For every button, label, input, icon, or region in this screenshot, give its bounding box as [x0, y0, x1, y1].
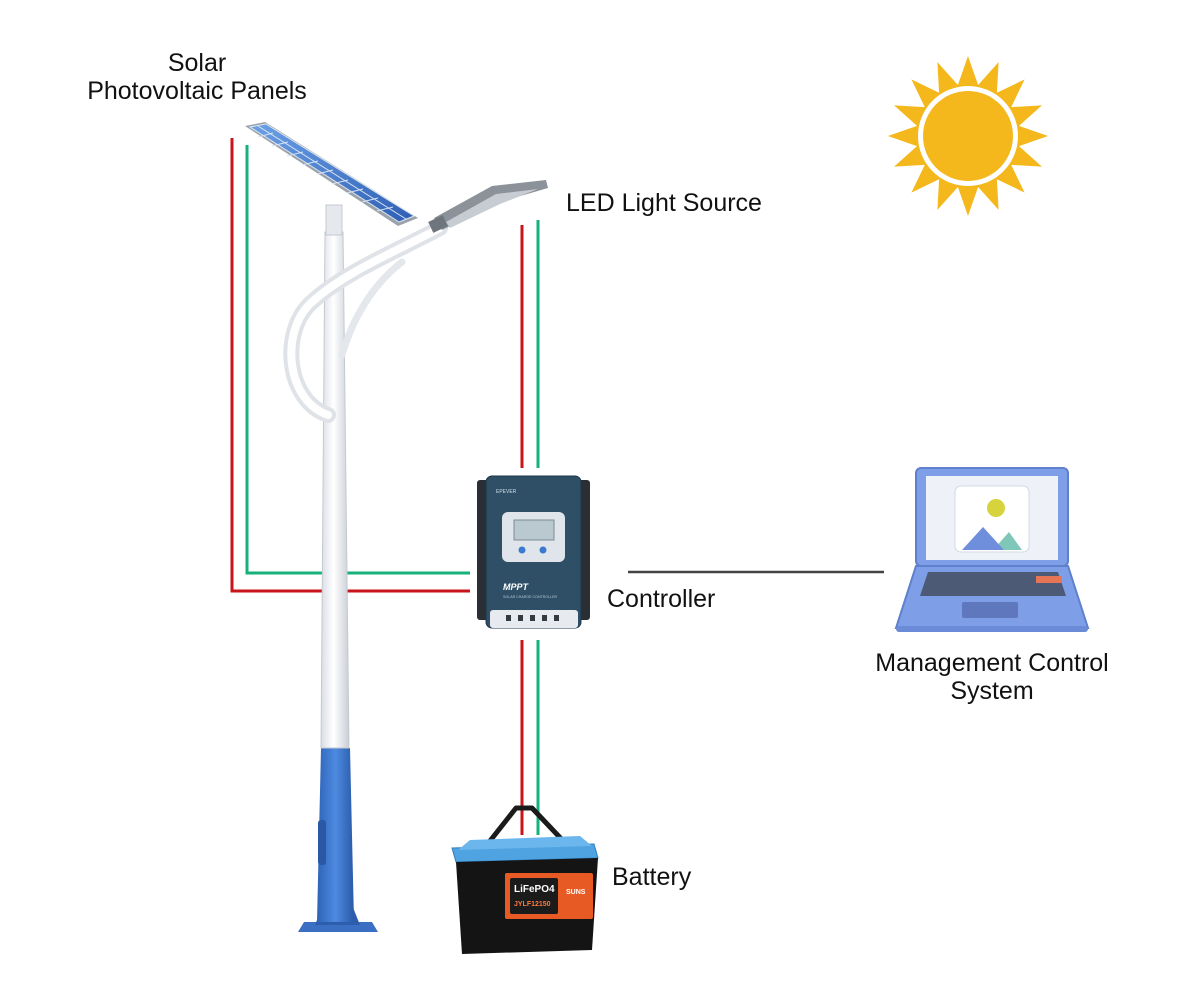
battery-handle [484, 805, 570, 848]
led-lamp-lens [446, 189, 538, 228]
controller-display [513, 519, 555, 541]
laptop-management-station [894, 467, 1090, 632]
pole-curved-arm [283, 220, 448, 423]
solar-panel-mount [325, 204, 343, 236]
battery-label-text: Battery [612, 863, 692, 891]
battery-model: JYLF12150 [514, 901, 551, 908]
battery-brand: SUNS [566, 889, 586, 896]
image-placeholder-mountain-back [993, 532, 1022, 550]
controller-subtitle: SOLAR CHARGE CONTROLLER [503, 595, 558, 599]
controller-button-right [539, 546, 547, 554]
sun-disc [923, 91, 1013, 181]
battery-label-inner [510, 878, 558, 914]
battery-chemistry: LiFePO4 [514, 884, 555, 895]
pole-shaft [320, 231, 350, 749]
battery-lid [458, 836, 592, 850]
management-system-label: Management Control System [852, 649, 1132, 705]
solar-label-line1: Solar [167, 49, 227, 77]
laptop-keyboard [920, 572, 1066, 596]
laptop-key-accent [1036, 576, 1062, 583]
controller-brand: EPEVER [496, 489, 517, 495]
pole-curved-arm-highlight [287, 224, 444, 419]
mppt-controller: EPEVER MPPT SOLAR CHARGE CONTROLLER [477, 475, 590, 629]
led-lamp-neck [428, 215, 448, 233]
laptop-front-edge [896, 626, 1088, 632]
wiring [230, 138, 884, 835]
sun-icon [888, 56, 1048, 216]
mgmt-label-line1: Management Control [875, 649, 1109, 677]
solar-panels-label: Solar Photovoltaic Panels [72, 49, 322, 105]
street-light-pole [283, 220, 448, 932]
panel-negative-wire [245, 145, 470, 575]
solar-panel [245, 122, 418, 236]
controller-terminals [506, 615, 559, 621]
pole-access-door [318, 820, 326, 865]
solar-label-line2: Photovoltaic Panels [87, 77, 307, 105]
image-placeholder-sun [987, 499, 1005, 517]
lifepo4-battery: LiFePO4 JYLF12150 SUNS [451, 805, 599, 954]
led-lamp-head [428, 180, 548, 233]
laptop-touchpad [962, 602, 1018, 618]
controller-mode: MPPT [503, 582, 530, 592]
controller-button-left [518, 546, 526, 554]
pole-support-strut [338, 258, 406, 359]
mgmt-label-line2: System [950, 677, 1034, 705]
led-light-source-label: LED Light Source [566, 189, 762, 217]
controller-label: Controller [607, 585, 716, 613]
image-placeholder-mountain-front [962, 527, 1004, 550]
solar-panel-grid [257, 125, 407, 220]
pole-lower-section [317, 748, 354, 922]
panel-positive-wire [230, 138, 470, 593]
